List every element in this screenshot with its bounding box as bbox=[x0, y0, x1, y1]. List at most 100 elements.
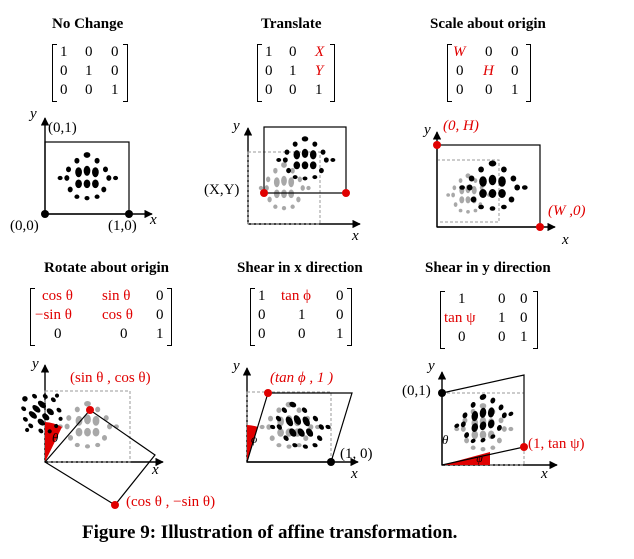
axis-x-label: x bbox=[541, 466, 548, 482]
matrix-cell: H bbox=[483, 63, 494, 79]
diagram-shear-y bbox=[437, 371, 558, 470]
matrix-cell: 0 bbox=[456, 63, 464, 79]
angle-label: ϕ bbox=[251, 432, 258, 446]
matrix-cell: 0 bbox=[498, 329, 506, 345]
axis-y-label: y bbox=[428, 358, 435, 374]
point-label-origin: (0,0) bbox=[10, 218, 39, 234]
matrix-scale: W 0 0 0 H 0 0 0 1 bbox=[447, 44, 531, 102]
matrix-cell: 1 bbox=[156, 326, 164, 342]
matrix-cell: 1 bbox=[498, 310, 506, 326]
matrix-cell: 0 bbox=[336, 307, 344, 323]
matrix-cell: sin θ bbox=[102, 288, 131, 304]
point-label-top: (tan ϕ , 1 ) bbox=[270, 370, 334, 386]
diagram-no-change bbox=[40, 117, 153, 219]
matrix-cell: 0 bbox=[289, 44, 297, 60]
matrix-cell: 0 bbox=[485, 82, 493, 98]
axis-x-label: x bbox=[352, 228, 359, 244]
matrix-cell: 0 bbox=[258, 307, 266, 323]
matrix-cell: 0 bbox=[520, 310, 528, 326]
axis-y-label: y bbox=[424, 122, 431, 138]
matrix-cell: 1 bbox=[520, 329, 528, 345]
matrix-cell: 1 bbox=[315, 82, 323, 98]
point-label-left: (0,1) bbox=[402, 383, 431, 399]
matrix-cell: 1 bbox=[289, 63, 297, 79]
diagram-scale bbox=[432, 131, 556, 232]
matrix-shear-y: 1 0 0 tan ψ 1 0 0 0 1 bbox=[440, 291, 538, 349]
matrix-cell: 0 bbox=[258, 326, 266, 342]
matrix-cell: 0 bbox=[156, 288, 164, 304]
matrix-cell: 0 bbox=[485, 44, 493, 60]
angle-label: θ bbox=[52, 430, 59, 445]
panel-title-scale: Scale about origin bbox=[430, 16, 546, 32]
diagram-rotate bbox=[7, 364, 164, 509]
matrix-cell: 0 bbox=[520, 291, 528, 307]
matrix-cell: −sin θ bbox=[35, 307, 72, 323]
matrix-cell: X bbox=[315, 44, 325, 60]
axis-x-label: x bbox=[152, 462, 159, 478]
point-label-translate: (X,Y) bbox=[204, 182, 240, 198]
matrix-cell: W bbox=[453, 44, 466, 60]
matrix-cell: 0 bbox=[265, 63, 273, 79]
matrix-cell: 0 bbox=[289, 82, 297, 98]
panel-title-translate: Translate bbox=[261, 16, 322, 32]
point-label-top: (sin θ , cos θ) bbox=[70, 370, 151, 386]
point-label-right: (W ,0) bbox=[548, 203, 586, 219]
matrix-rotate: cos θ sin θ 0 −sin θ cos θ 0 0 0 1 bbox=[30, 288, 172, 346]
axis-y-label: y bbox=[32, 356, 39, 372]
point-label-right: (1,0) bbox=[108, 218, 137, 234]
matrix-cell: 1 bbox=[60, 44, 68, 60]
panel-title-rotate: Rotate about origin bbox=[44, 260, 169, 276]
matrix-cell: 0 bbox=[111, 44, 119, 60]
matrix-cell: 0 bbox=[60, 63, 68, 79]
axis-y-label: y bbox=[233, 118, 240, 134]
matrix-cell: 0 bbox=[498, 291, 506, 307]
axis-x-label: x bbox=[351, 466, 358, 482]
matrix-cell: 0 bbox=[60, 82, 68, 98]
panel-title-no-change: No Change bbox=[52, 16, 124, 32]
matrix-cell: 1 bbox=[111, 82, 119, 98]
point-label-bottom: (cos θ , −sin θ) bbox=[126, 494, 216, 510]
matrix-cell: 1 bbox=[511, 82, 519, 98]
matrix-cell: cos θ bbox=[102, 307, 133, 323]
point-label-right: (1, tan ψ) bbox=[528, 436, 585, 452]
matrix-cell: 0 bbox=[85, 44, 93, 60]
matrix-cell: Y bbox=[315, 63, 324, 79]
matrix-no-change: 1 0 0 0 1 0 0 0 1 bbox=[52, 44, 128, 102]
matrix-cell: 0 bbox=[336, 288, 344, 304]
point-label-top: (0, H) bbox=[443, 118, 479, 134]
matrix-cell: 1 bbox=[265, 44, 273, 60]
point-label-right: (1, 0) bbox=[340, 446, 373, 462]
axis-x-label: x bbox=[150, 212, 157, 228]
matrix-cell: 0 bbox=[458, 329, 466, 345]
matrix-cell: 0 bbox=[85, 82, 93, 98]
axis-y-label: y bbox=[30, 106, 37, 122]
axis-x-label: x bbox=[562, 232, 569, 248]
panel-title-shear-x: Shear in x direction bbox=[237, 260, 363, 276]
angle-label-psi: ψ bbox=[476, 453, 483, 465]
matrix-cell: 0 bbox=[54, 326, 62, 342]
diagram-shear-x bbox=[242, 367, 359, 467]
matrix-cell: 0 bbox=[265, 82, 273, 98]
matrix-cell: 1 bbox=[458, 291, 466, 307]
axis-y-label: y bbox=[233, 358, 240, 374]
matrix-cell: 0 bbox=[120, 326, 128, 342]
matrix-cell: 0 bbox=[511, 63, 519, 79]
matrix-cell: 1 bbox=[298, 307, 306, 323]
matrix-cell: 0 bbox=[156, 307, 164, 323]
matrix-translate: 1 0 X 0 1 Y 0 0 1 bbox=[257, 44, 335, 102]
angle-label: θ bbox=[442, 432, 449, 447]
matrix-cell: tan ϕ bbox=[281, 288, 311, 304]
matrix-cell: 1 bbox=[85, 63, 93, 79]
panel-title-shear-y: Shear in y direction bbox=[425, 260, 551, 276]
matrix-cell: 1 bbox=[336, 326, 344, 342]
matrix-cell: 0 bbox=[298, 326, 306, 342]
diagram-translate bbox=[243, 126, 361, 229]
matrix-cell: tan ψ bbox=[444, 310, 476, 326]
matrix-cell: 1 bbox=[258, 288, 266, 304]
matrix-cell: 0 bbox=[456, 82, 464, 98]
matrix-shear-x: 1 tan ϕ 0 0 1 0 0 0 1 bbox=[250, 288, 352, 346]
point-label-top: (0,1) bbox=[48, 120, 77, 136]
matrix-cell: 0 bbox=[111, 63, 119, 79]
matrix-cell: cos θ bbox=[42, 288, 73, 304]
